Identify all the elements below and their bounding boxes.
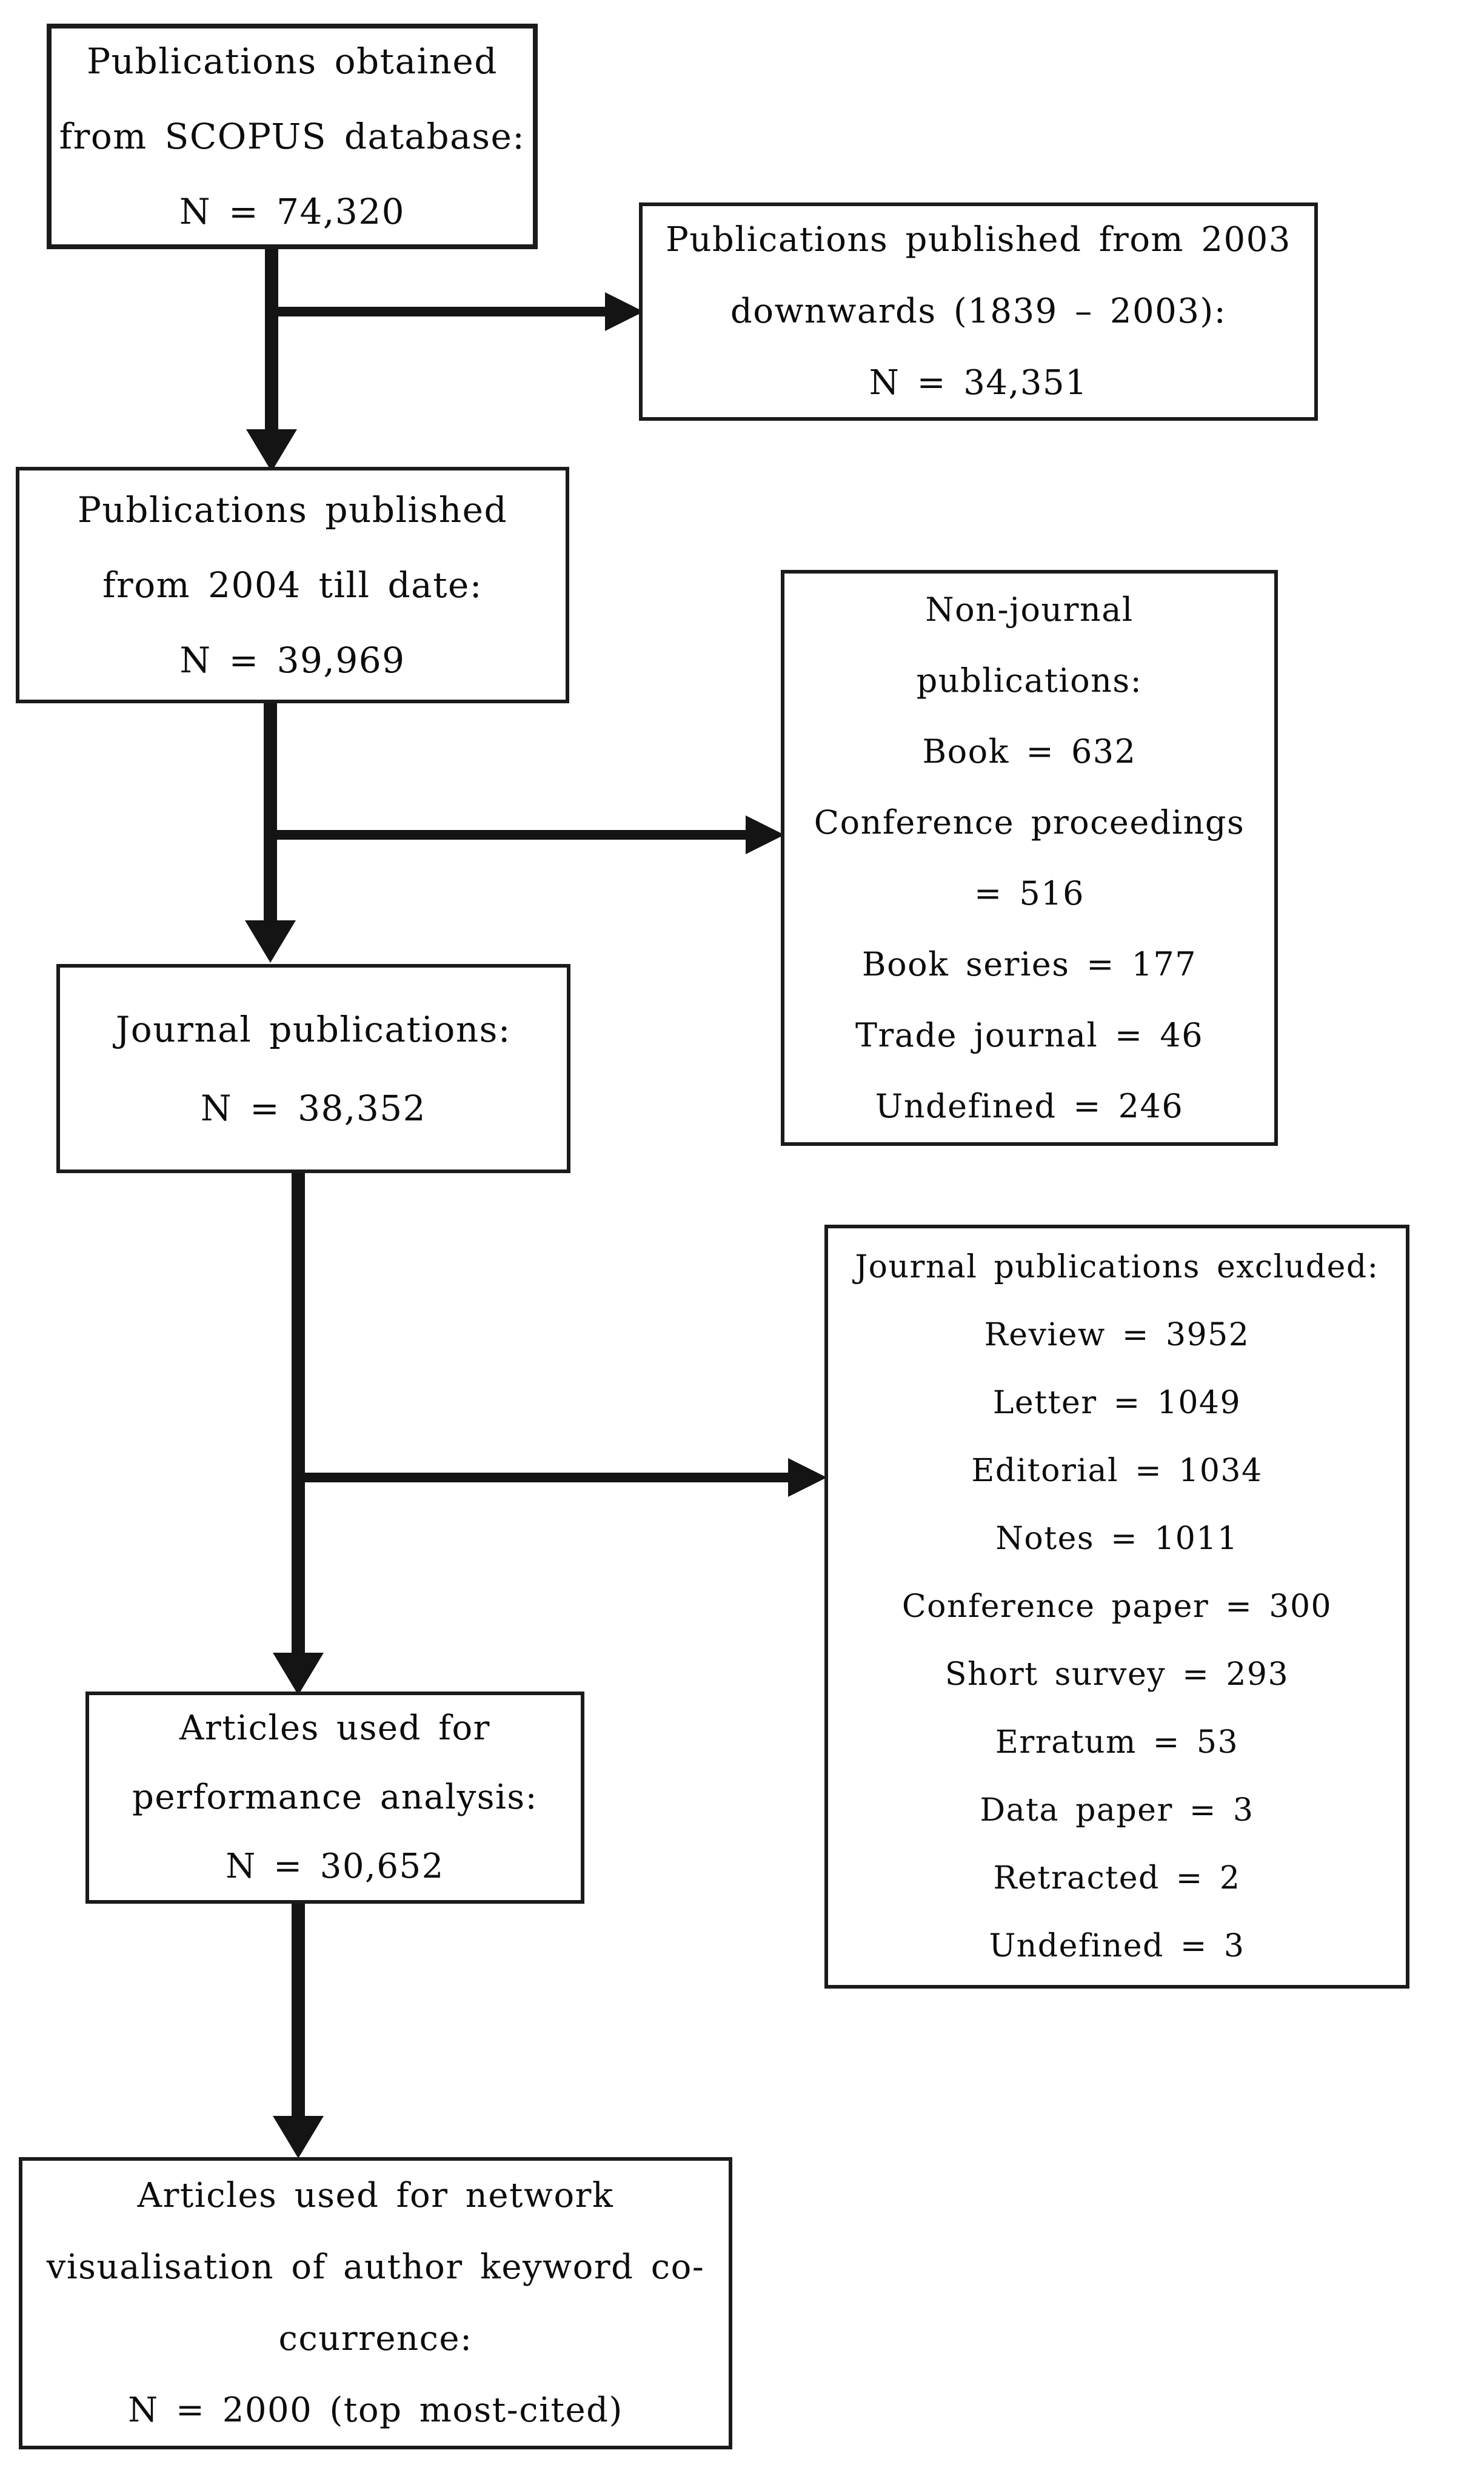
arrowhead-right-non-journal bbox=[746, 815, 784, 854]
box-line: Conference paper = 300 bbox=[901, 1588, 1332, 1625]
box-line: Articles used for bbox=[179, 1708, 490, 1748]
box-line: Undefined = 246 bbox=[875, 1087, 1184, 1125]
box-line: N = 39,969 bbox=[179, 640, 406, 681]
box-line: Undefined = 3 bbox=[989, 1928, 1245, 1964]
box-journal-publications-excluded: Journal publications excluded: Review = … bbox=[824, 1225, 1409, 1989]
box-line: Articles used for network bbox=[137, 2176, 614, 2215]
box-line: Publications published bbox=[77, 489, 508, 530]
box-line: Publications published from 2003 bbox=[666, 220, 1291, 259]
arrowhead-down-2004-to-journal bbox=[245, 920, 296, 963]
box-line: = 516 bbox=[974, 874, 1085, 912]
arrowhead-down-performance bbox=[273, 1653, 324, 1695]
arrowhead-down-scopus-to-2004 bbox=[246, 429, 297, 472]
box-line: publications: bbox=[916, 661, 1143, 700]
box-line: Trade journal = 46 bbox=[855, 1016, 1204, 1054]
box-excluded-2003-downwards: Publications published from 2003 downwar… bbox=[639, 202, 1318, 421]
box-line: Notes = 1011 bbox=[995, 1521, 1238, 1557]
arrowhead-right-journal-excluded bbox=[788, 1458, 827, 1497]
arrowhead-down-network bbox=[273, 2116, 324, 2158]
box-line: from SCOPUS database: bbox=[59, 116, 526, 157]
box-journal-publications: Journal publications: N = 38,352 bbox=[56, 964, 570, 1173]
box-line: Data paper = 3 bbox=[980, 1792, 1254, 1829]
box-line: N = 38,352 bbox=[200, 1087, 427, 1129]
box-line: performance analysis: bbox=[132, 1778, 538, 1817]
box-line: Retracted = 2 bbox=[993, 1860, 1241, 1896]
box-line: Journal publications: bbox=[116, 1008, 511, 1050]
box-line: Book series = 177 bbox=[861, 945, 1197, 983]
box-line: Publications obtained bbox=[87, 41, 498, 82]
box-line: Short survey = 293 bbox=[944, 1656, 1289, 1693]
box-line: N = 74,320 bbox=[179, 191, 406, 232]
box-line: downwards (1839 – 2003): bbox=[730, 292, 1227, 331]
box-line: visualisation of author keyword co- bbox=[46, 2247, 705, 2287]
box-line: Editorial = 1034 bbox=[971, 1453, 1263, 1489]
box-line: N = 30,652 bbox=[226, 1847, 444, 1886]
box-publications-2004-till-date: Publications published from 2004 till da… bbox=[16, 467, 569, 703]
box-line: N = 2000 (top most-cited) bbox=[128, 2391, 623, 2430]
box-publications-scopus: Publications obtained from SCOPUS databa… bbox=[47, 24, 538, 249]
box-line: Review = 3952 bbox=[984, 1317, 1250, 1353]
box-line: Book = 632 bbox=[922, 732, 1137, 771]
box-line: from 2004 till date: bbox=[102, 564, 483, 606]
box-line: ccurrence: bbox=[278, 2319, 473, 2358]
box-line: Non-journal bbox=[925, 591, 1134, 629]
box-line: Journal publications excluded: bbox=[855, 1249, 1379, 1285]
box-articles-network-visualisation: Articles used for network visualisation … bbox=[19, 2157, 732, 2449]
box-line: N = 34,351 bbox=[869, 363, 1088, 403]
box-line: Conference proceedings bbox=[814, 803, 1245, 842]
box-line: Erratum = 53 bbox=[995, 1724, 1239, 1761]
box-non-journal-publications: Non-journal publications: Book = 632 Con… bbox=[781, 570, 1278, 1146]
box-articles-performance-analysis: Articles used for performance analysis: … bbox=[85, 1692, 584, 1904]
arrowhead-right-2003-exclusion bbox=[605, 292, 644, 331]
box-line: Letter = 1049 bbox=[992, 1385, 1242, 1421]
